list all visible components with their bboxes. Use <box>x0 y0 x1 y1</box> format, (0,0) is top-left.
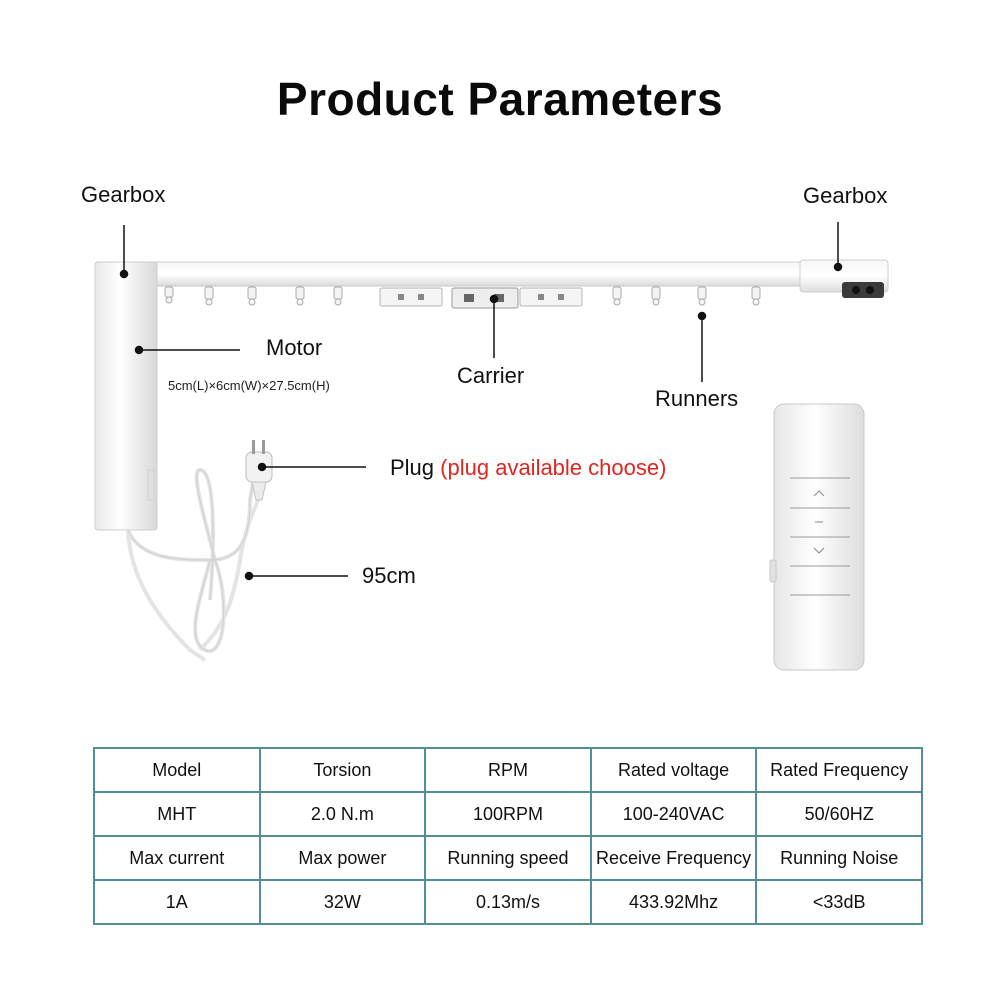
table-cell: 433.92Mhz <box>589 879 758 925</box>
table-row: Max current Max power Running speed Rece… <box>93 835 923 881</box>
table-row: Model Torsion RPM Rated voltage Rated Fr… <box>93 747 923 793</box>
table-cell: RPM <box>424 747 592 793</box>
motor-dimensions: 5cm(L)×6cm(W)×27.5cm(H) <box>168 378 330 393</box>
table-cell: 0.13m/s <box>424 879 592 925</box>
page-title: Product Parameters <box>276 73 724 125</box>
table-row: 1A 32W 0.13m/s 433.92Mhz <33dB <box>93 879 923 925</box>
table-cell: 32W <box>258 879 427 925</box>
table-cell: Running Noise <box>755 835 923 881</box>
cable-length-label: 95cm <box>362 563 416 588</box>
remote-control <box>769 403 865 671</box>
table-cell: 100-240VAC <box>589 791 758 837</box>
gearbox-left-label: Gearbox <box>81 182 166 207</box>
motor-body <box>94 261 158 531</box>
up-arrow-icon <box>813 490 825 497</box>
table-cell: Receive Frequency <box>589 835 758 881</box>
table-row: MHT 2.0 N.m 100RPM 100-240VAC 50/60HZ <box>93 791 923 837</box>
table-cell: 100RPM <box>424 791 592 837</box>
curtain-motor-illustration <box>94 222 889 671</box>
table-cell: 50/60HZ <box>755 791 923 837</box>
plug-label-text: Plug <box>390 455 435 480</box>
table-cell: Max power <box>258 835 427 881</box>
plug-note: (plug available choose) <box>440 455 667 480</box>
gearbox-right <box>799 259 889 298</box>
gearbox-right-label: Gearbox <box>803 183 888 208</box>
down-arrow-icon <box>813 547 825 554</box>
runners-group <box>164 286 761 306</box>
runners-label: Runners <box>655 386 739 411</box>
carrier-label: Carrier <box>457 363 525 388</box>
table-cell: Rated voltage <box>589 747 758 793</box>
table-cell: 2.0 N.m <box>258 791 427 837</box>
table-cell: <33dB <box>755 879 923 925</box>
plug-label: Plug (plug available choose) <box>390 455 666 481</box>
table-cell: Running speed <box>424 835 592 881</box>
table-cell: Torsion <box>258 747 427 793</box>
carrier-assembly <box>379 287 583 309</box>
motor-label: Motor <box>266 335 323 360</box>
callout-lines <box>119 222 843 581</box>
table-cell: Max current <box>93 835 261 881</box>
table-cell: MHT <box>93 791 261 837</box>
table-cell: Model <box>93 747 261 793</box>
curtain-rail <box>94 261 888 287</box>
table-cell: 1A <box>93 879 261 925</box>
parameters-table: Model Torsion RPM Rated voltage Rated Fr… <box>93 747 923 925</box>
table-cell: Rated Frequency <box>755 747 923 793</box>
